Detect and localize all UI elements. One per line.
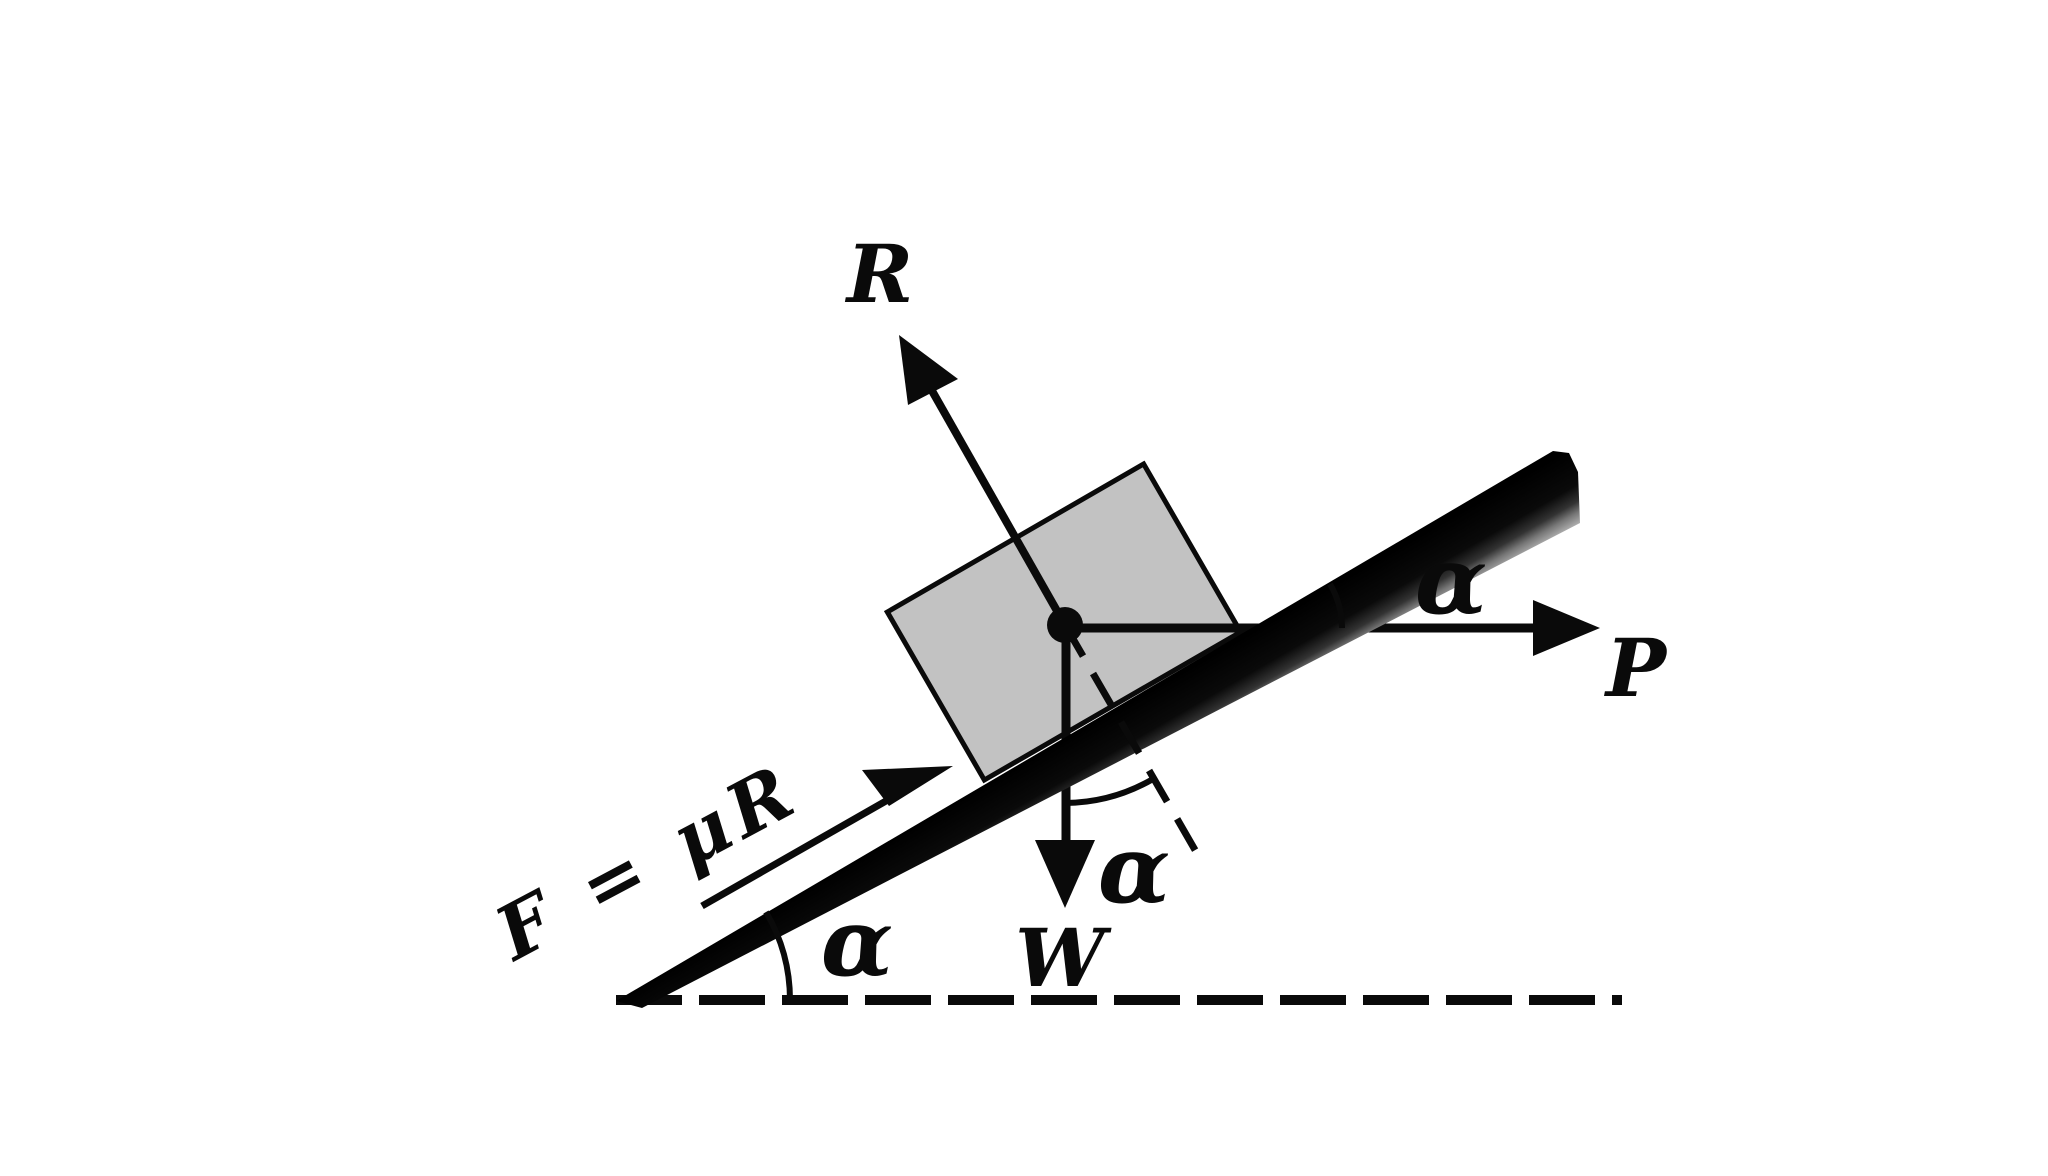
weight-angle-arc: [1064, 776, 1155, 806]
applied-angle-label: α: [1415, 526, 1487, 636]
weight-angle-label: α: [1098, 815, 1170, 925]
weight-force-label: W: [1015, 911, 1112, 1005]
inclined-plane: [616, 451, 1580, 1008]
applied-angle-arc: [1327, 582, 1345, 629]
base-angle-arc: [763, 910, 793, 1001]
weight-arrowhead: [1035, 840, 1095, 908]
normal-extension-dashed-line: [1061, 623, 1206, 864]
normal-arrowhead: [899, 335, 958, 405]
base-angle-label: α: [821, 888, 893, 998]
center-of-mass-dot: [1047, 607, 1083, 643]
normal-force-shaft: [906, 350, 1069, 627]
normal-force-label: R: [845, 227, 913, 321]
applied-force-label: P: [1604, 621, 1669, 715]
friction-arrowhead: [862, 766, 953, 806]
friction-force-shaft: [700, 793, 895, 910]
applied-arrowhead: [1533, 600, 1600, 656]
